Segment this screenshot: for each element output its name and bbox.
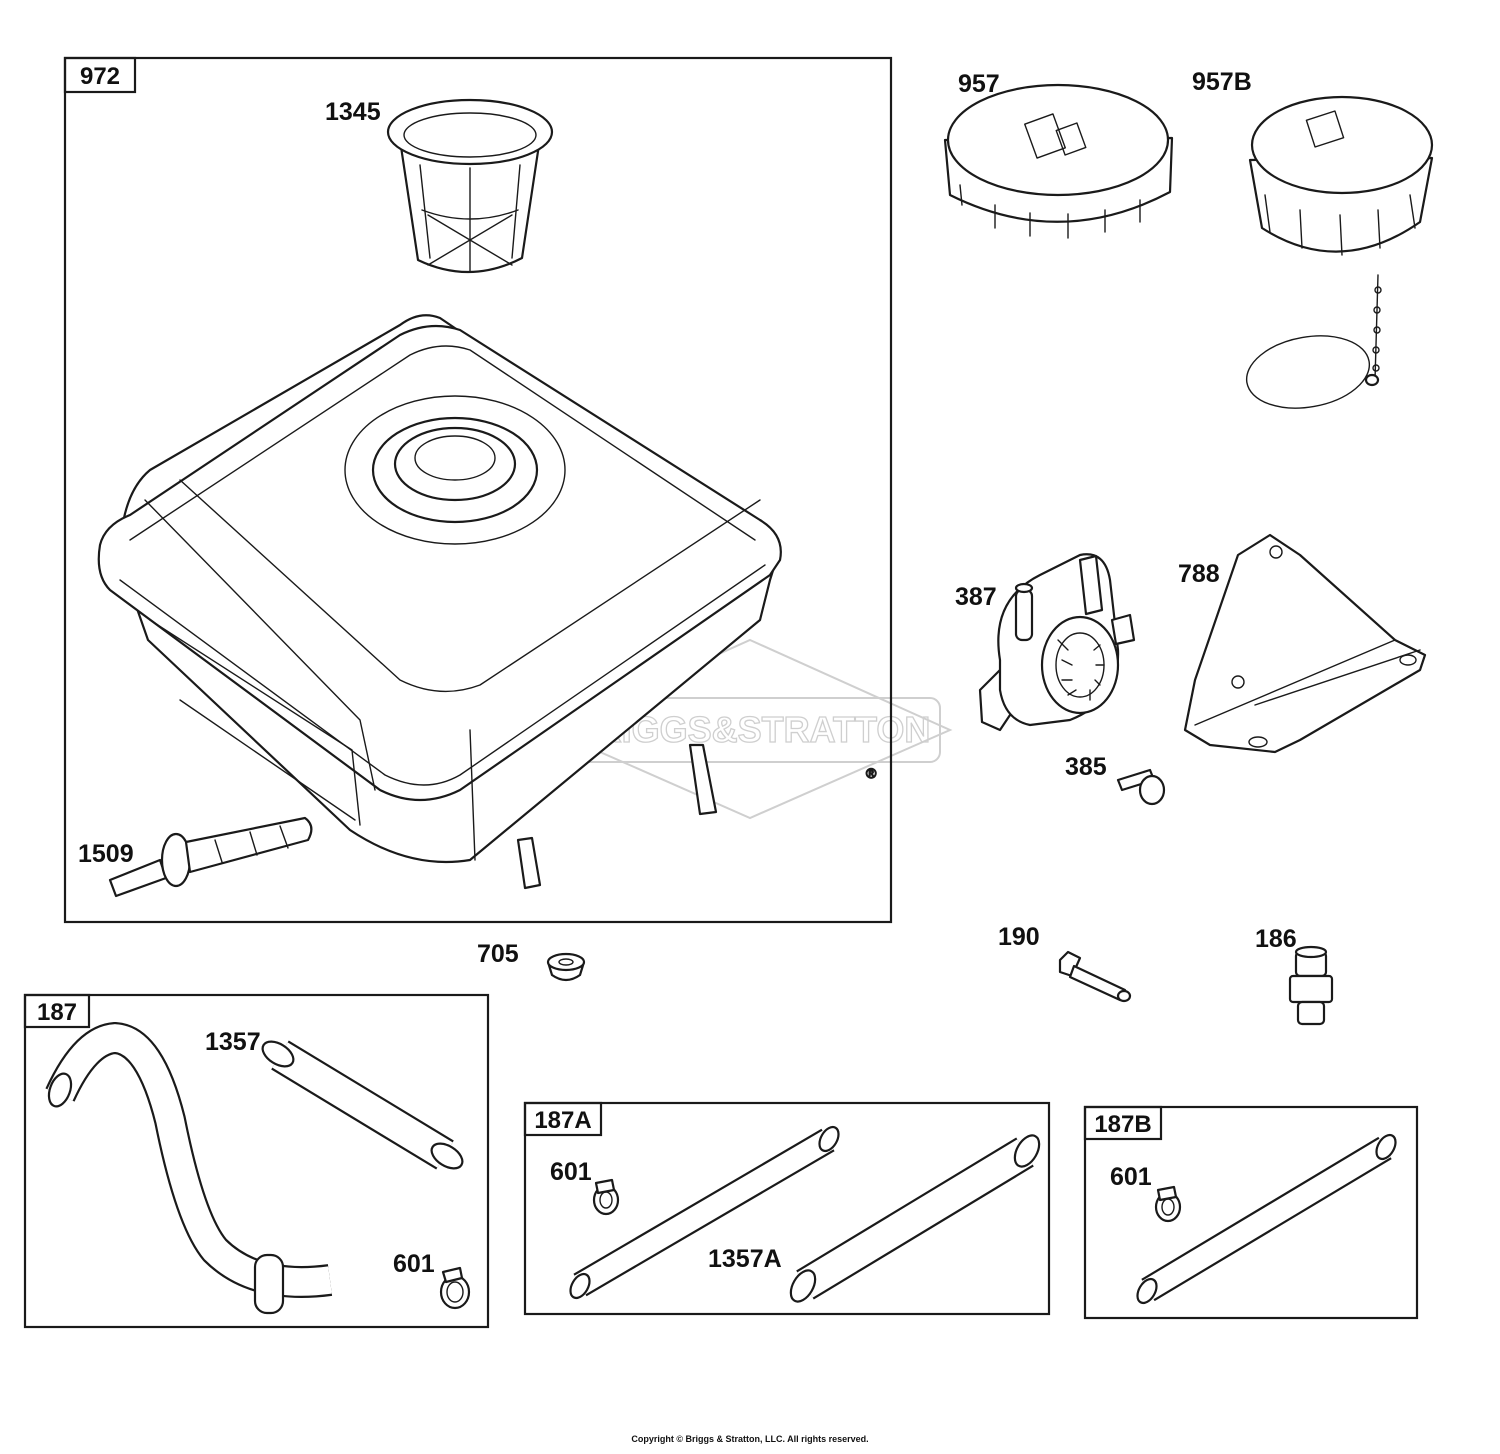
callout-601-a: 601 bbox=[393, 1250, 435, 1278]
part-1345-filter-screen[interactable] bbox=[386, 98, 554, 274]
callout-957B: 957B bbox=[1192, 68, 1252, 96]
group-972: 972 bbox=[63, 56, 893, 924]
part-957B-fuel-cap-tethered[interactable] bbox=[1241, 95, 1434, 417]
part-1509-fuel-valve[interactable] bbox=[108, 816, 313, 898]
part-387-fuel-pump[interactable] bbox=[978, 553, 1136, 732]
callout-1357: 1357 bbox=[205, 1028, 261, 1056]
group-label-187: 187 bbox=[37, 999, 77, 1026]
callout-1509: 1509 bbox=[78, 840, 134, 868]
callout-186: 186 bbox=[1255, 925, 1297, 953]
part-957-fuel-cap[interactable] bbox=[943, 83, 1174, 239]
group-label-972: 972 bbox=[80, 63, 120, 90]
part-1357A-hose-long[interactable] bbox=[786, 1131, 1044, 1305]
copyright-notice: Copyright © Briggs & Stratton, LLC. All … bbox=[631, 1434, 868, 1444]
part-187B-hose[interactable] bbox=[1134, 1132, 1400, 1307]
group-label-187A: 187A bbox=[534, 1107, 591, 1134]
part-1357-hose[interactable] bbox=[258, 1037, 466, 1174]
callout-387: 387 bbox=[955, 583, 997, 611]
part-601-clamp-b[interactable] bbox=[592, 1178, 620, 1216]
callout-788: 788 bbox=[1178, 560, 1220, 588]
part-190-bolt[interactable] bbox=[1058, 950, 1132, 1003]
watermark-registered-mark: ® bbox=[866, 765, 877, 781]
group-187: 187 bbox=[23, 993, 490, 1329]
part-187-formed-hose[interactable] bbox=[45, 1021, 333, 1315]
part-705-nut[interactable] bbox=[546, 952, 586, 982]
callout-601-b: 601 bbox=[550, 1158, 592, 1186]
group-label-187B: 187B bbox=[1094, 1111, 1151, 1138]
callout-601-c: 601 bbox=[1110, 1163, 1152, 1191]
callout-1345: 1345 bbox=[325, 98, 381, 126]
callout-385: 385 bbox=[1065, 753, 1107, 781]
fuel-tank[interactable] bbox=[97, 314, 782, 890]
callout-190: 190 bbox=[998, 923, 1040, 951]
part-601-clamp-a[interactable] bbox=[439, 1266, 471, 1310]
part-186-fitting[interactable] bbox=[1288, 945, 1334, 1026]
callout-705: 705 bbox=[477, 940, 519, 968]
callout-957: 957 bbox=[958, 70, 1000, 98]
group-187A: 187A bbox=[523, 1101, 1051, 1316]
part-601-clamp-c[interactable] bbox=[1154, 1185, 1182, 1223]
part-788-bracket[interactable] bbox=[1183, 533, 1427, 754]
callout-1357A: 1357A bbox=[708, 1245, 782, 1273]
part-385-bolt[interactable] bbox=[1116, 768, 1166, 806]
part-1357A-hose-short[interactable] bbox=[567, 1124, 843, 1302]
group-187B: 187B bbox=[1083, 1105, 1419, 1320]
